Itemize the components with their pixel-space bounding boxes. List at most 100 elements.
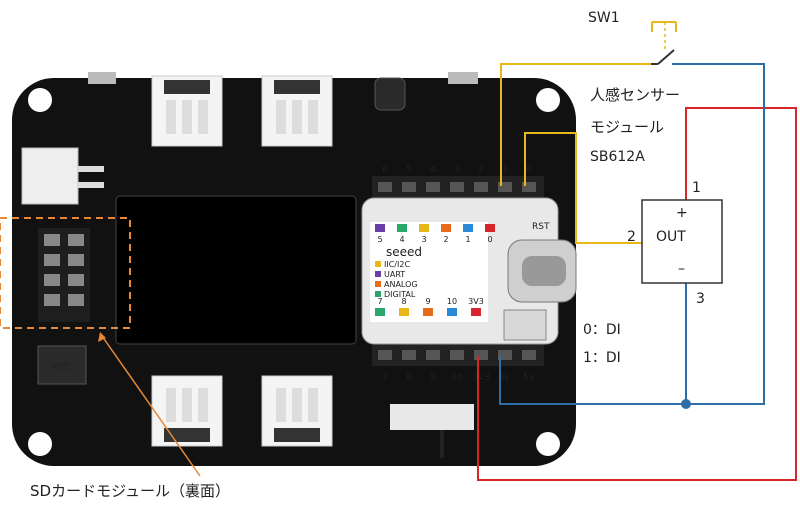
sensor-title-line2: モジュール bbox=[590, 118, 664, 136]
bottom-header-label: 9 bbox=[430, 373, 436, 383]
user-button bbox=[88, 72, 116, 84]
top-header-label: 4 bbox=[430, 165, 436, 175]
legend-digital: DIGITAL bbox=[384, 290, 416, 299]
xiao-pin-color bbox=[399, 308, 409, 316]
header-pin bbox=[378, 182, 392, 192]
xiao-bottom-num: 3V3 bbox=[468, 297, 484, 306]
grove-connector-top-1 bbox=[151, 75, 223, 147]
sensor-model: SB612A bbox=[590, 149, 645, 165]
power-switch bbox=[390, 404, 474, 430]
header-pin bbox=[522, 350, 536, 360]
xiao-pin-color bbox=[471, 308, 481, 316]
switch-sw1 bbox=[651, 21, 677, 65]
sd-card-highlight-box bbox=[0, 217, 131, 329]
grove-connector-bottom-1 bbox=[151, 375, 223, 447]
wire-blue-gnd bbox=[499, 63, 765, 405]
grove-connector-top-2 bbox=[261, 75, 333, 147]
top-header-label: 3 bbox=[454, 165, 460, 175]
mount-hole-bl bbox=[28, 432, 52, 456]
xiao-top-num: 3 bbox=[421, 235, 426, 244]
xiao-top-num: 4 bbox=[399, 235, 404, 244]
header-pin bbox=[402, 350, 416, 360]
header-pin bbox=[522, 182, 536, 192]
rst-label: RST bbox=[532, 222, 550, 232]
bottom-header-label: 3V3 bbox=[472, 373, 490, 383]
di-0-note: 0：DI bbox=[583, 322, 621, 338]
header-pin bbox=[402, 182, 416, 192]
sensor-module-box bbox=[641, 199, 723, 284]
top-header-label: 5 bbox=[406, 165, 412, 175]
mount-hole-br bbox=[536, 432, 560, 456]
top-header-labels: 6 5 4 3 2 1 0 bbox=[382, 165, 532, 175]
pin-3-label: 3 bbox=[696, 291, 705, 307]
sw1-label: SW1 bbox=[588, 10, 620, 26]
header-pin bbox=[426, 182, 440, 192]
xiao-pin-color bbox=[485, 224, 495, 232]
mount-hole-tl bbox=[28, 88, 52, 112]
xiao-bottom-num: 9 bbox=[425, 297, 430, 306]
di-1-note: 1：DI bbox=[583, 350, 621, 366]
xiao-top-num: 0 bbox=[487, 235, 492, 244]
xiao-pin-color bbox=[423, 308, 433, 316]
sensor-plus: + bbox=[676, 205, 688, 221]
switch-lever bbox=[440, 430, 444, 458]
header-pin bbox=[498, 182, 512, 192]
xiao-pin-color bbox=[375, 308, 385, 316]
xiao-top-num: 5 bbox=[377, 235, 382, 244]
top-header-label: 1 bbox=[502, 165, 508, 175]
top-header-label: 2 bbox=[478, 165, 484, 175]
xiao-pin-color bbox=[397, 224, 407, 232]
bottom-header-label: 10 bbox=[451, 373, 463, 383]
buzzer bbox=[374, 77, 406, 111]
wire-yellow-sw1 bbox=[500, 63, 651, 186]
xiao-bottom-num: 10 bbox=[447, 297, 457, 306]
bottom-header-label: G bbox=[502, 373, 509, 383]
bottom-header-labels: 7 8 9 10 3V3 G 5V bbox=[382, 373, 536, 383]
sd-card-pins bbox=[38, 228, 90, 322]
header-pin bbox=[450, 350, 464, 360]
sd-caption-arrow bbox=[101, 335, 201, 477]
sd-caption-arrowhead bbox=[98, 332, 106, 342]
seeed-logo: seeed bbox=[386, 245, 422, 259]
battery-connector bbox=[21, 147, 104, 205]
xiao-pin-color bbox=[419, 224, 429, 232]
pin-1-label: 1 bbox=[692, 180, 701, 196]
header-pin bbox=[378, 350, 392, 360]
rtc-chip: RTC bbox=[37, 345, 87, 385]
header-pin bbox=[498, 350, 512, 360]
wire-red-vcc bbox=[477, 107, 797, 481]
bottom-header-label: 7 bbox=[382, 373, 388, 383]
top-header-label: 0 bbox=[526, 165, 532, 175]
header-pin bbox=[450, 182, 464, 192]
xiao-pin-color bbox=[463, 224, 473, 232]
xiao-top-num: 1 bbox=[465, 235, 470, 244]
header-pin bbox=[474, 350, 488, 360]
wire-yellow-out bbox=[524, 132, 642, 244]
header-pin bbox=[474, 182, 488, 192]
sensor-minus: – bbox=[678, 261, 685, 277]
legend-analog: ANALOG bbox=[384, 280, 418, 289]
mount-hole-tr bbox=[536, 88, 560, 112]
header-pin bbox=[426, 350, 440, 360]
sensor-title-line1: 人感センサー bbox=[590, 86, 680, 104]
bottom-header-label: 5V bbox=[523, 373, 536, 383]
oled-display bbox=[115, 195, 357, 345]
legend-uart: UART bbox=[384, 270, 405, 279]
legend-iic: IIC/I2C bbox=[384, 260, 410, 269]
xiao-top-num: 2 bbox=[443, 235, 448, 244]
xiao-pin-color bbox=[441, 224, 451, 232]
bottom-header-label: 8 bbox=[406, 373, 412, 383]
grove-connector-bottom-2 bbox=[261, 375, 333, 447]
reset-button bbox=[448, 72, 478, 84]
sensor-out: OUT bbox=[656, 229, 686, 245]
sd-caption: SDカードモジュール（裏面） bbox=[30, 482, 230, 500]
xiao-bottom-num: 7 bbox=[377, 297, 382, 306]
junction-dot bbox=[681, 399, 691, 409]
pin-2-label: 2 bbox=[627, 229, 636, 245]
top-header-label: 6 bbox=[382, 165, 388, 175]
rtc-label: RTC bbox=[53, 362, 72, 373]
xiao-bottom-num: 8 bbox=[401, 297, 406, 306]
